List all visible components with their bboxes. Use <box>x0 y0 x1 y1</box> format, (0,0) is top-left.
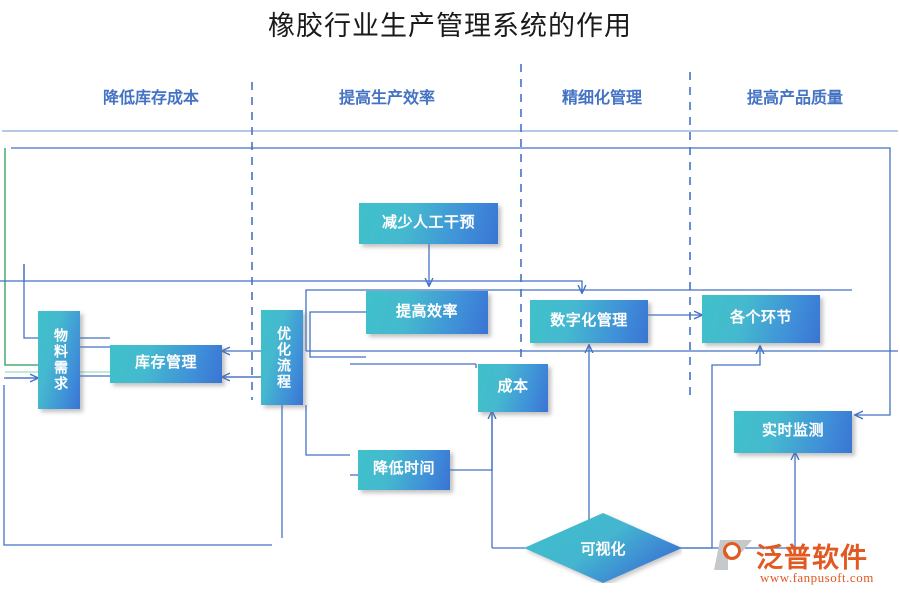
node-each-link-label: 各个环节 <box>729 310 792 327</box>
column-heading-reduce-inventory-cost: 降低库存成本 <box>102 90 199 107</box>
logo-url-text: www.fanpusoft.com <box>760 570 874 585</box>
node-reduce-time[interactable]: 降低时间 <box>358 450 450 490</box>
node-reduce-time-label: 降低时间 <box>372 461 435 478</box>
page-title: 橡胶行业生产管理系统的作用 <box>268 11 632 41</box>
fanpu-logo-icon <box>714 540 752 570</box>
node-cost[interactable]: 成本 <box>478 364 548 412</box>
node-material-requirement[interactable]: 物料需求 <box>38 311 80 409</box>
node-realtime-monitoring[interactable]: 实时监测 <box>734 411 852 453</box>
node-each-link[interactable]: 各个环节 <box>702 295 820 343</box>
node-visualization[interactable]: 可视化 <box>524 513 682 583</box>
column-heading-improve-efficiency: 提高生产效率 <box>338 90 435 107</box>
node-digital-management[interactable]: 数字化管理 <box>530 300 648 343</box>
company-logo: 泛普软件 www.fanpusoft.com <box>712 536 892 592</box>
node-optimize-process[interactable]: 优化流程 <box>261 310 303 405</box>
diamond-shape <box>524 513 682 583</box>
node-inventory-management-label: 库存管理 <box>134 355 197 372</box>
node-cost-label: 成本 <box>497 379 529 396</box>
node-realtime-monitoring-label: 实时监测 <box>761 423 824 440</box>
node-improve-efficiency-label: 提高效率 <box>395 303 458 320</box>
node-optimize-process-label: 优化流程 <box>275 325 291 390</box>
node-material-requirement-label: 物料需求 <box>52 328 68 392</box>
column-heading-refined-management: 精细化管理 <box>561 90 642 107</box>
node-reduce-manual-intervention[interactable]: 减少人工干预 <box>359 203 498 244</box>
node-reduce-manual-intervention-label: 减少人工干预 <box>381 214 475 231</box>
logo-brand-text: 泛普软件 <box>756 543 868 573</box>
node-inventory-management[interactable]: 库存管理 <box>110 345 222 383</box>
node-digital-management-label: 数字化管理 <box>550 312 628 329</box>
column-heading-improve-quality: 提高产品质量 <box>746 90 843 107</box>
node-improve-efficiency[interactable]: 提高效率 <box>366 291 488 334</box>
